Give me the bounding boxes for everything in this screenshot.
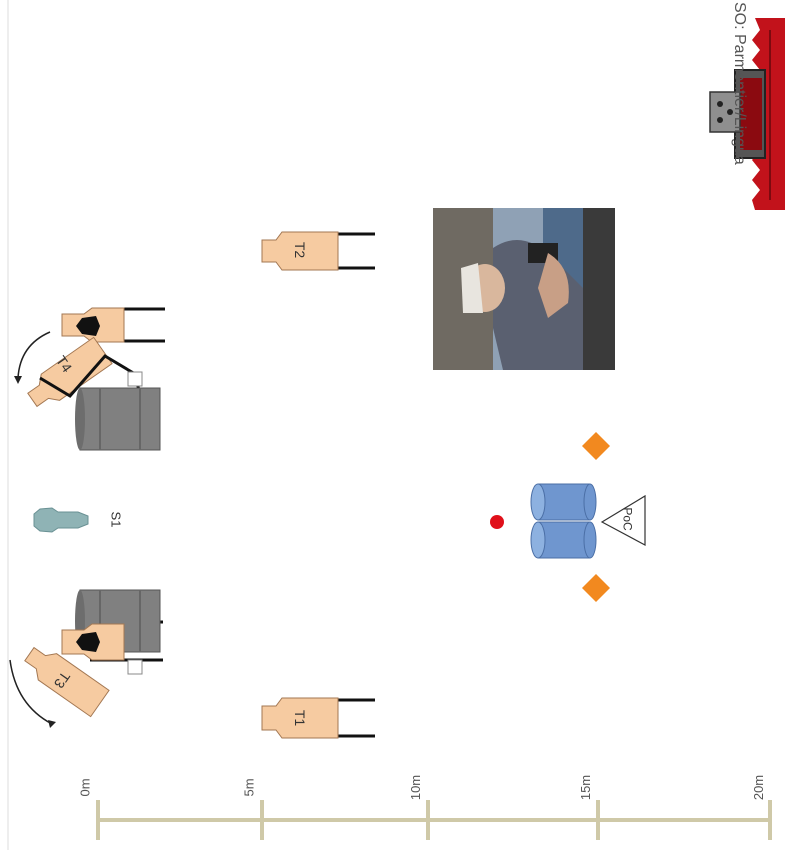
blue-barrels <box>531 484 596 558</box>
scale-label-20: 20m <box>751 775 766 800</box>
target-t2 <box>262 232 375 270</box>
target-t1-label: T1 <box>292 710 308 726</box>
start-position-figure <box>34 508 88 532</box>
scale-label-5: 5m <box>242 778 257 796</box>
distance-scale <box>98 800 772 840</box>
cone-marker-top <box>582 432 610 460</box>
poc-label: PoC <box>621 507 635 530</box>
red-dot-marker <box>490 515 504 529</box>
start-position-label: S1 <box>108 512 123 528</box>
scale-label-15: 15m <box>578 775 593 800</box>
scale-label-10: 10m <box>408 775 423 800</box>
target-t1 <box>262 698 375 738</box>
target-t3-group <box>10 590 163 728</box>
shooter-photo <box>433 208 615 370</box>
scale-label-0: 0m <box>78 778 93 796</box>
shooter-photo-graphic <box>433 208 615 370</box>
so-label: SO: Parmentier/Lingua <box>730 2 748 165</box>
target-t2-label: T2 <box>292 242 308 258</box>
cone-marker-bottom <box>582 574 610 602</box>
target-t4-group <box>14 308 165 450</box>
